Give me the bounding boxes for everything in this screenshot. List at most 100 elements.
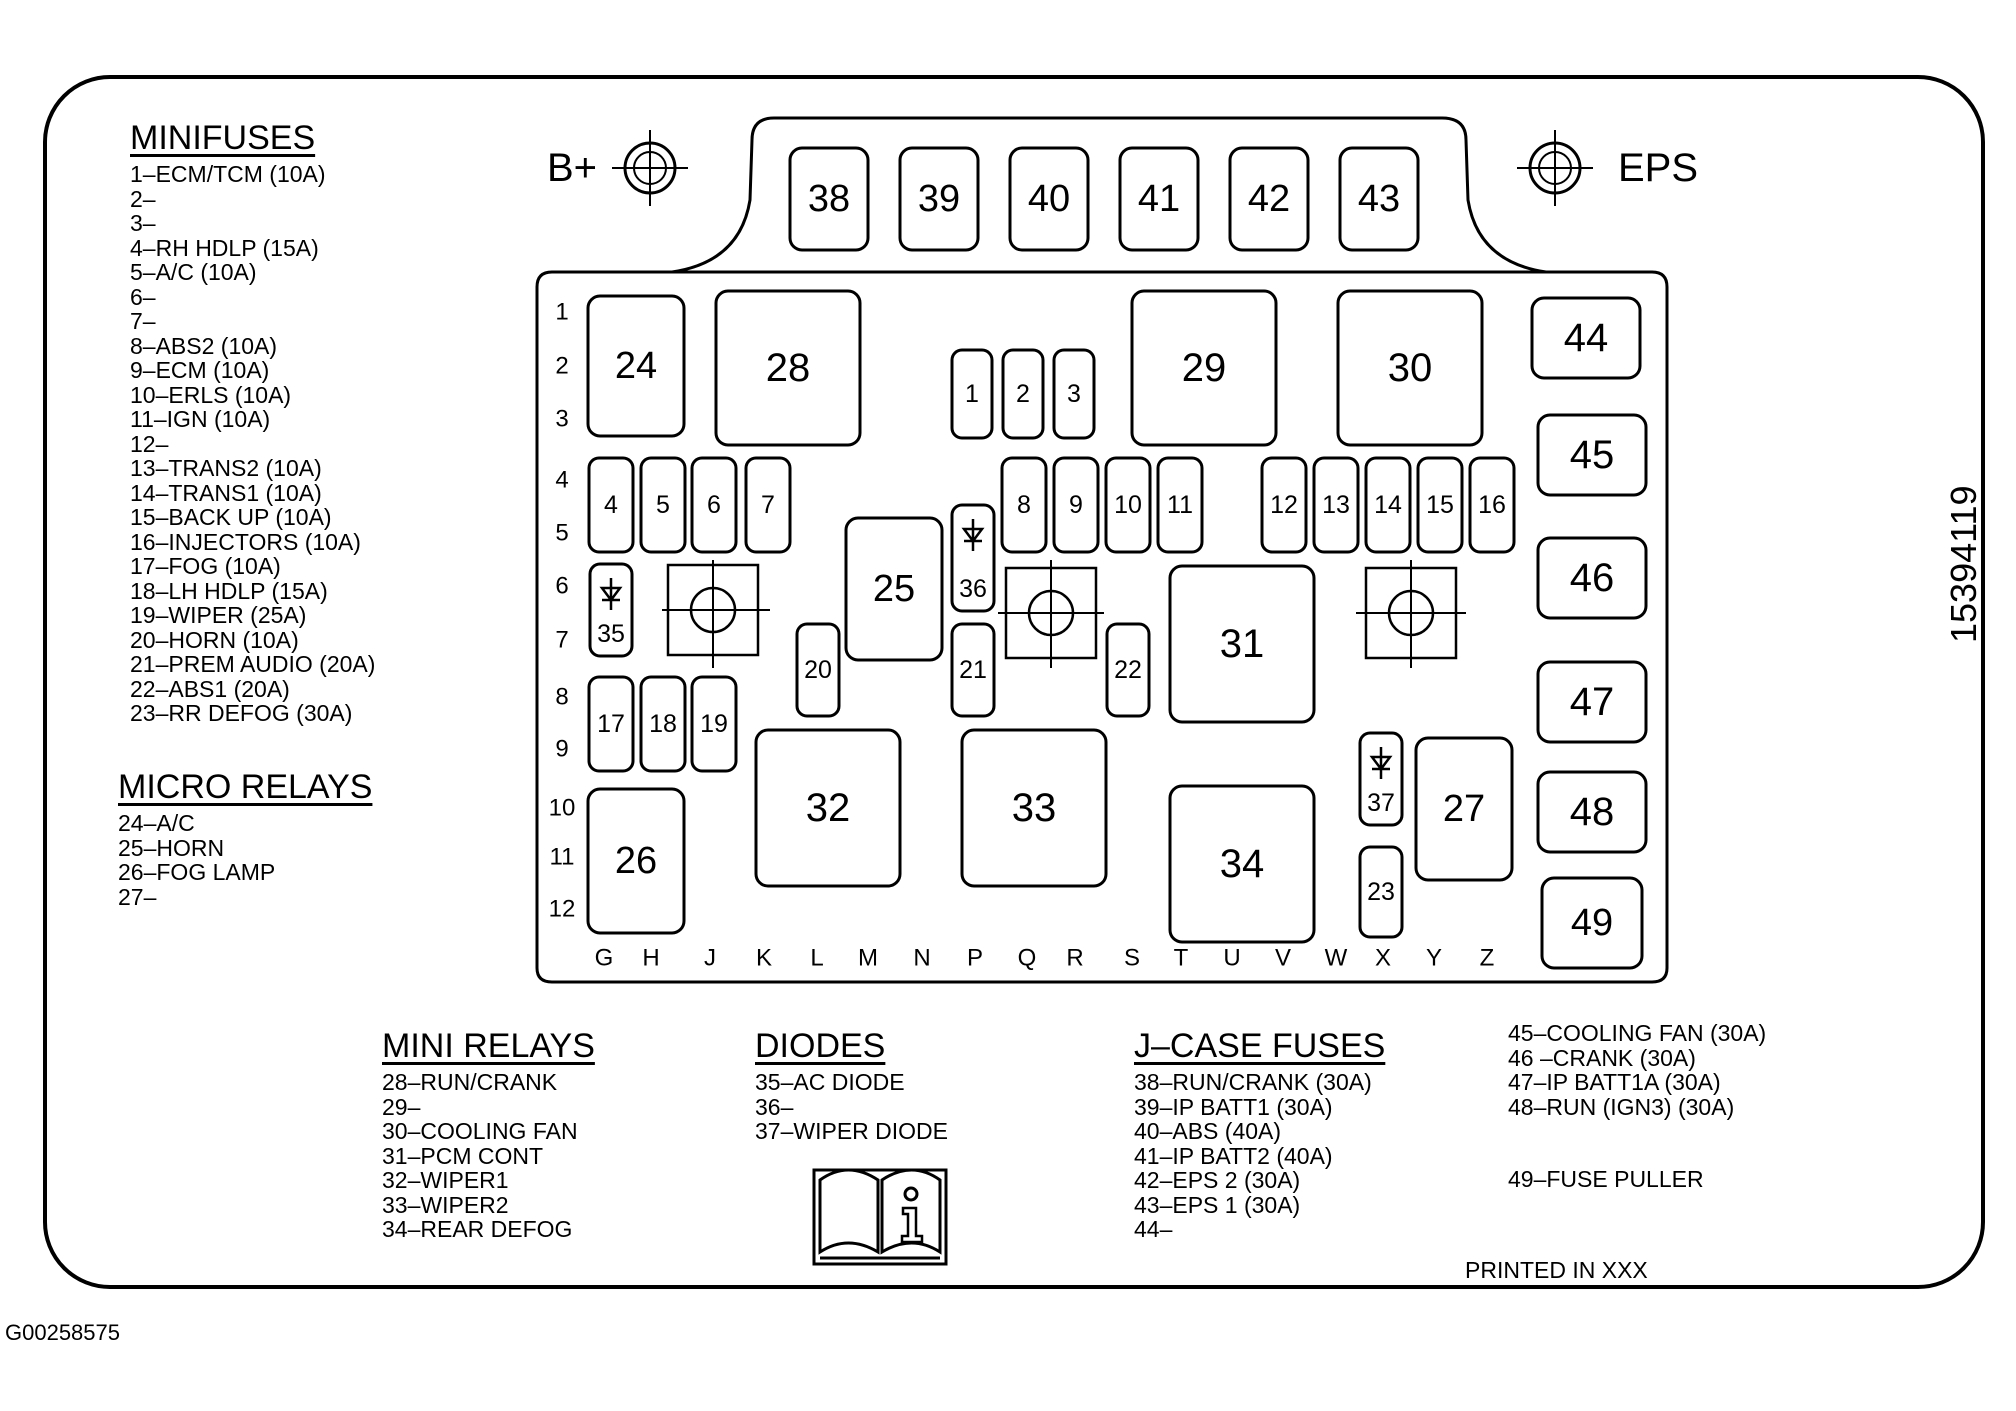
column-label: U bbox=[1223, 945, 1240, 972]
legend-item: 32–WIPER1 bbox=[382, 1167, 509, 1193]
row-label: 6 bbox=[555, 573, 568, 600]
slot-number: 14 bbox=[1374, 491, 1402, 519]
column-label: H bbox=[642, 945, 659, 972]
column-label: Y bbox=[1426, 945, 1442, 972]
legend-item: 10–ERLS (10A) bbox=[130, 381, 292, 408]
legend-item: 48–RUN (IGN3) (30A) bbox=[1508, 1093, 1735, 1120]
legend-item: 45–COOLING FAN (30A) bbox=[1508, 1020, 1767, 1046]
row-label: 11 bbox=[550, 844, 575, 871]
column-label: V bbox=[1275, 945, 1291, 972]
mount-target-icon bbox=[1356, 560, 1466, 668]
slot-number: 44 bbox=[1564, 316, 1609, 360]
diodes-title: DIODES bbox=[755, 1027, 886, 1065]
legend-item: 11–IGN (10A) bbox=[130, 406, 271, 432]
slot-16: 16 bbox=[1468, 456, 1516, 554]
legend-item: 38–RUN/CRANK (30A) bbox=[1134, 1069, 1372, 1095]
slot-25: 25 bbox=[844, 516, 944, 662]
slot-1: 1 bbox=[950, 348, 994, 440]
slot-5: 5 bbox=[639, 456, 687, 554]
fuse-puller-label: 49–FUSE PULLER bbox=[1508, 1166, 1704, 1192]
slot-number: 36 bbox=[959, 575, 987, 603]
legend-item: 43–EPS 1 (30A) bbox=[1134, 1191, 1301, 1218]
slot-3: 3 bbox=[1052, 348, 1096, 440]
column-label: S bbox=[1124, 945, 1140, 972]
slot-17: 17 bbox=[587, 675, 635, 773]
slot-number: 27 bbox=[1443, 788, 1485, 830]
slot-number: 49 bbox=[1571, 902, 1613, 944]
legend-item: 37–WIPER DIODE bbox=[755, 1118, 948, 1144]
slot-22: 22 bbox=[1105, 622, 1151, 718]
legend-item: 3– bbox=[130, 210, 156, 236]
row-label: 4 bbox=[555, 467, 568, 494]
slot-number: 31 bbox=[1220, 622, 1265, 666]
legend-item: 23–RR DEFOG (30A) bbox=[130, 700, 353, 726]
manual-info-icon bbox=[812, 1168, 948, 1266]
legend-item: 21–PREM AUDIO (20A) bbox=[130, 651, 376, 677]
slot-number: 29 bbox=[1182, 346, 1227, 390]
slot-19: 19 bbox=[690, 675, 738, 773]
slot-7: 7 bbox=[744, 456, 792, 554]
legend-item: 28–RUN/CRANK bbox=[382, 1069, 558, 1095]
micro-relays-title: MICRO RELAYS bbox=[118, 768, 373, 806]
jcase-fuses-legend: J–CASE FUSES 38–RUN/CRANK (30A)39–IP BAT… bbox=[1134, 1026, 1385, 1242]
legend-item: 13–TRANS2 (10A) bbox=[130, 455, 322, 481]
slot-45: 45 bbox=[1536, 413, 1648, 497]
jcase-fuses-title: J–CASE FUSES bbox=[1134, 1027, 1386, 1065]
mount-target-icon bbox=[998, 560, 1104, 668]
row-label: 8 bbox=[555, 684, 568, 711]
column-label: K bbox=[756, 945, 772, 972]
column-label: P bbox=[967, 945, 983, 972]
slot-47: 47 bbox=[1536, 660, 1648, 744]
slot-number: 10 bbox=[1114, 491, 1142, 519]
slot-number: 17 bbox=[597, 710, 625, 738]
jcase-fuses-list: 38–RUN/CRANK (30A)39–IP BATT1 (30A)40–AB… bbox=[1134, 1070, 1385, 1242]
legend-item: 6– bbox=[130, 283, 156, 310]
column-label: R bbox=[1066, 945, 1083, 972]
row-label: 3 bbox=[555, 406, 568, 433]
jcase-tab-outline bbox=[671, 116, 1547, 274]
slot-42: 42 bbox=[1228, 146, 1310, 252]
slot-number: 48 bbox=[1570, 790, 1615, 834]
slot-number: 2 bbox=[1016, 380, 1030, 408]
slot-number: 19 bbox=[700, 710, 728, 738]
legend-item: 35–AC DIODE bbox=[755, 1069, 905, 1095]
slot-10: 10 bbox=[1104, 456, 1152, 554]
legend-item: 22–ABS1 (20A) bbox=[130, 675, 290, 702]
slot-number: 24 bbox=[615, 345, 657, 387]
column-label: G bbox=[595, 945, 614, 972]
slot-number: 30 bbox=[1388, 346, 1433, 390]
slot-32: 32 bbox=[754, 728, 902, 888]
legend-item: 7– bbox=[130, 308, 156, 334]
legend-item: 33–WIPER2 bbox=[382, 1191, 509, 1218]
slot-28: 28 bbox=[714, 289, 862, 447]
figure-id: G00258575 bbox=[5, 1320, 120, 1345]
column-label: L bbox=[810, 945, 823, 972]
slot-number: 18 bbox=[649, 710, 677, 738]
slot-number: 12 bbox=[1270, 491, 1298, 519]
slot-18: 18 bbox=[639, 675, 687, 773]
slot-8: 8 bbox=[1000, 456, 1048, 554]
slot-number: 4 bbox=[604, 491, 618, 519]
slot-6: 6 bbox=[690, 456, 738, 554]
legend-item: 5–A/C (10A) bbox=[130, 259, 257, 285]
slot-number: 15 bbox=[1426, 491, 1454, 519]
column-label: T bbox=[1174, 945, 1189, 972]
slot-27: 27 bbox=[1414, 736, 1514, 882]
diode-icon bbox=[599, 578, 623, 610]
slot-41: 41 bbox=[1118, 146, 1200, 252]
legend-item: 19–WIPER (25A) bbox=[130, 602, 307, 628]
slot-43: 43 bbox=[1338, 146, 1420, 252]
b-plus-terminal-target-icon bbox=[612, 130, 688, 206]
slot-31: 31 bbox=[1168, 564, 1316, 724]
slot-number: 22 bbox=[1114, 656, 1142, 684]
legend-item: 15–BACK UP (10A) bbox=[130, 504, 332, 530]
column-label: X bbox=[1375, 945, 1391, 972]
slot-46: 46 bbox=[1536, 536, 1648, 620]
slot-number: 45 bbox=[1570, 433, 1615, 477]
slot-30: 30 bbox=[1336, 289, 1484, 447]
legend-item: 18–LH HDLP (15A) bbox=[130, 577, 328, 604]
slot-15: 15 bbox=[1416, 456, 1464, 554]
